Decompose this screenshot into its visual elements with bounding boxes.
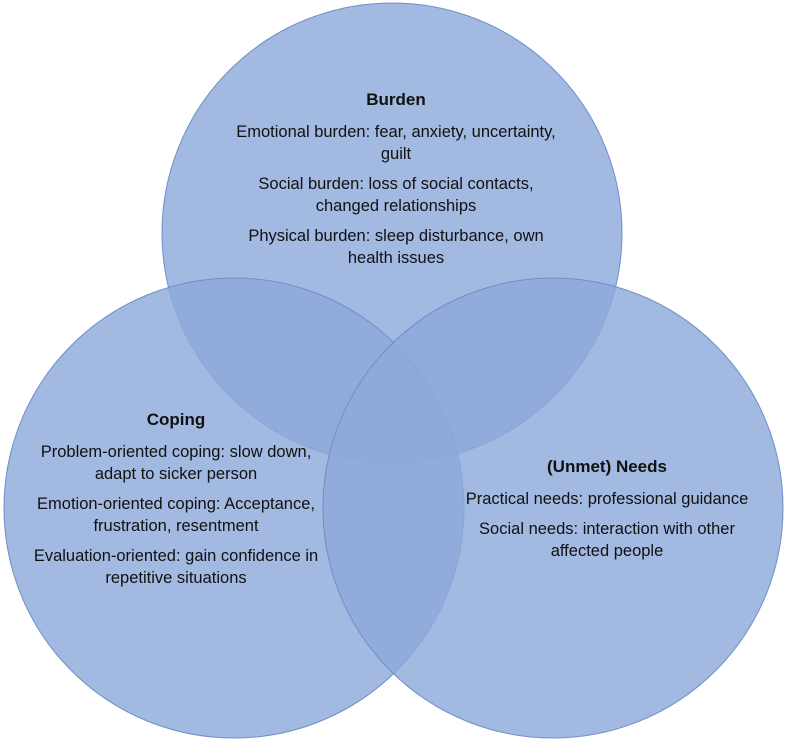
burden-title: Burden [366, 90, 426, 109]
needs-practical: Practical needs: professional guidance [465, 490, 749, 508]
needs-content: (Unmet) Needs Practical needs: professio… [457, 456, 757, 570]
coping-content: Coping Problem-oriented coping: slow dow… [28, 409, 324, 597]
needs-title: (Unmet) Needs [547, 457, 667, 476]
burden-physical: Physical burden: sleep disturbance, own … [248, 227, 544, 267]
coping-evaluation-oriented: Evaluation-oriented: gain confidence in … [33, 547, 319, 587]
coping-problem-oriented: Problem-oriented coping: slow down, adap… [40, 443, 312, 483]
circle-needs [322, 277, 784, 739]
burden-content: Burden Emotional burden: fear, anxiety, … [228, 89, 564, 277]
coping-emotion-oriented: Emotion-oriented coping: Acceptance, fru… [37, 495, 315, 535]
needs-social: Social needs: interaction with other aff… [479, 520, 735, 560]
coping-title: Coping [146, 410, 206, 429]
burden-emotional: Emotional burden: fear, anxiety, uncerta… [236, 123, 556, 163]
burden-social: Social burden: loss of social contacts, … [258, 175, 534, 215]
